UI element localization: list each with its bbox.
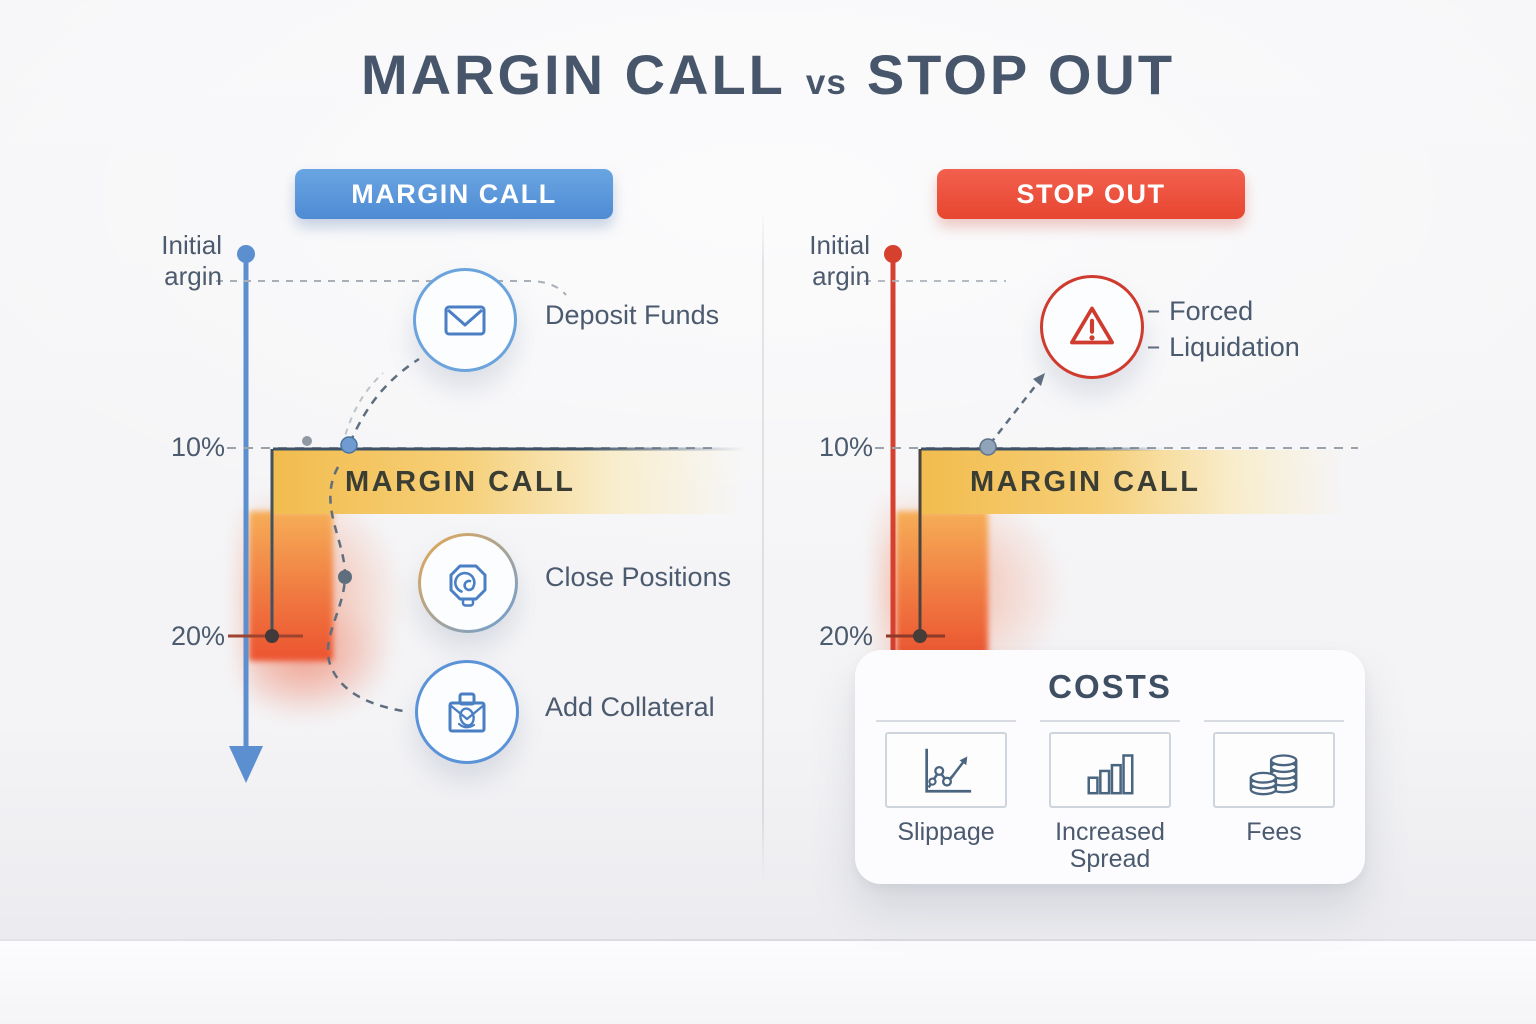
left-curve-to-envelope	[348, 357, 420, 444]
increased-spread-label: Increased Spread	[1055, 818, 1165, 873]
line-chart-icon	[925, 748, 972, 793]
cost-rule	[1040, 720, 1180, 722]
outcome-text-block: ‒ Forced ‒ Liquidation	[1148, 296, 1300, 363]
cost-cell-increased-spread: Increased Spread	[1040, 720, 1180, 873]
right-tick-10: 10%	[818, 432, 873, 462]
floor	[0, 941, 1536, 1024]
right-loss-gradient	[896, 511, 988, 661]
margin-call-header-pill: MARGIN CALL	[295, 169, 613, 219]
cost-cell-fees: Fees	[1204, 720, 1344, 873]
bar-chart-icon	[1087, 754, 1134, 795]
spiral-seal-icon	[449, 564, 487, 607]
forced-label: Forced	[1169, 296, 1254, 326]
costs-row: Slippage Increased Spread	[855, 720, 1365, 873]
left-tick-10: 10%	[170, 432, 225, 462]
left-margin-call-band: MARGIN CALL	[272, 450, 744, 514]
left-initial-margin-line2: argin	[164, 261, 222, 291]
right-initial-margin-line2: argin	[812, 261, 870, 291]
left-loss-gradient	[249, 511, 333, 661]
left-band-label: MARGIN CALL	[345, 465, 576, 498]
warning-icon	[1070, 306, 1114, 345]
dash-bullet-icon: ‒	[1148, 336, 1160, 358]
left-tick-20: 20%	[170, 621, 225, 651]
fees-label: Fees	[1246, 818, 1302, 846]
cost-box-slippage	[885, 732, 1007, 808]
left-initial-margin-line1: Initial	[161, 230, 222, 260]
margin-call-header-label: MARGIN CALL	[351, 178, 557, 209]
cost-box-fees	[1213, 732, 1335, 808]
deposit-funds-circle	[413, 268, 517, 372]
coins-icon	[1249, 754, 1298, 796]
right-arrow-to-warning	[989, 379, 1041, 445]
panel-divider	[762, 210, 764, 882]
close-positions-circle	[418, 533, 518, 633]
forced-liquidation-circle	[1040, 275, 1144, 379]
right-initial-margin-line1: Initial	[809, 230, 870, 260]
right-axis-top-dot	[884, 245, 902, 263]
left-initial-margin-label: Initial argin	[118, 230, 222, 292]
stop-out-header-label: STOP OUT	[1016, 178, 1166, 209]
left-axis-top-dot	[237, 245, 255, 263]
page-title: MARGIN CALL vs STOP OUT	[0, 42, 1536, 107]
envelope-icon	[444, 305, 486, 336]
outcome-row-liquidation: ‒ Liquidation	[1148, 332, 1300, 363]
title-vs: vs	[805, 63, 847, 102]
briefcase-icon	[448, 692, 486, 733]
close-positions-label: Close Positions	[545, 562, 732, 592]
costs-card: COSTS Slippage	[855, 650, 1365, 884]
cost-rule	[1204, 720, 1344, 722]
title-stop-out: STOP OUT	[866, 43, 1176, 106]
add-collateral-label: Add Collateral	[545, 692, 715, 722]
dash-bullet-icon: ‒	[1148, 300, 1160, 322]
title-margin-call: MARGIN CALL	[360, 43, 786, 106]
right-tick-20: 20%	[818, 621, 873, 651]
right-margin-call-band: MARGIN CALL	[920, 450, 1344, 514]
right-initial-margin-label: Initial argin	[766, 230, 870, 292]
stop-out-header-pill: STOP OUT	[937, 169, 1245, 219]
left-initial-dashed-line	[216, 280, 567, 296]
right-band-label: MARGIN CALL	[970, 465, 1201, 498]
slippage-label: Slippage	[897, 818, 995, 846]
liquidation-label: Liquidation	[1169, 332, 1300, 362]
add-collateral-circle	[415, 660, 519, 764]
deposit-funds-label: Deposit Funds	[545, 300, 720, 330]
cost-cell-slippage: Slippage	[876, 720, 1016, 873]
cost-box-increased-spread	[1049, 732, 1171, 808]
left-curve-faint	[341, 372, 384, 447]
floor-line	[0, 939, 1536, 941]
right-arrowhead	[1033, 373, 1045, 386]
outcome-row-forced: ‒ Forced	[1148, 296, 1300, 327]
cost-rule	[876, 720, 1016, 722]
costs-title: COSTS	[1048, 668, 1172, 705]
left-small-marker-dot	[302, 436, 312, 446]
